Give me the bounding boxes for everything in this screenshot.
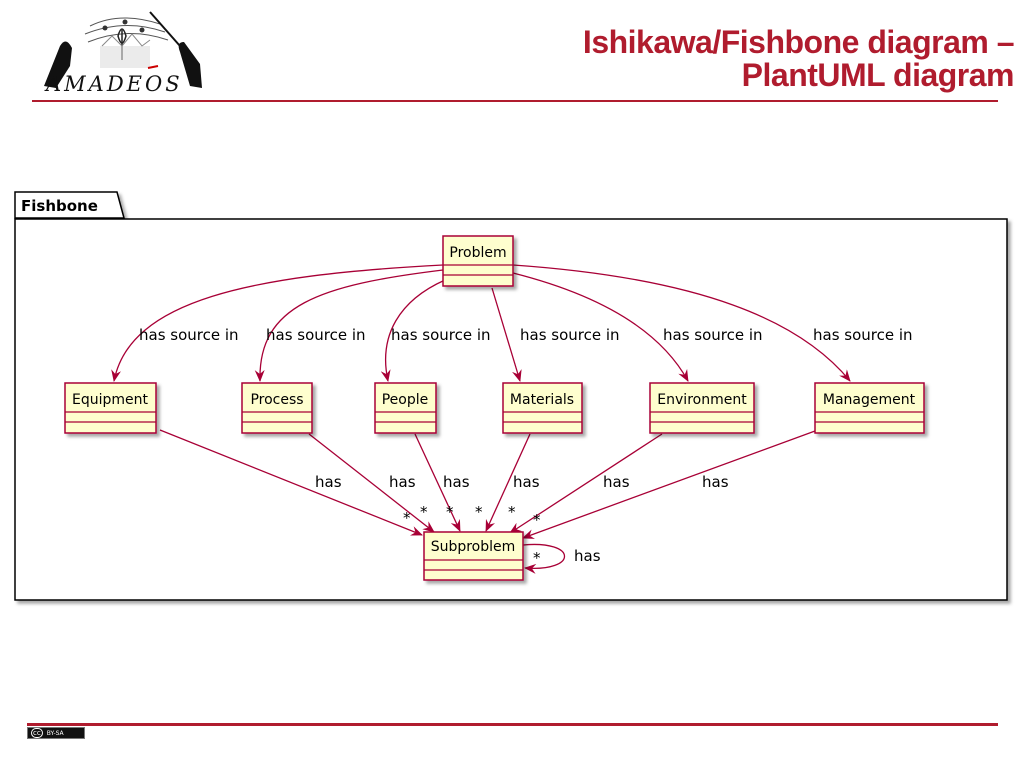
class-boxes: Problem Equipment Process People Materia… xyxy=(64,235,925,581)
edge-people-subproblem xyxy=(414,433,461,532)
cc-icon: cc xyxy=(31,728,43,738)
source-label-process: has source in xyxy=(266,326,366,344)
source-label-management: has source in xyxy=(813,326,913,344)
class-process: Process xyxy=(241,382,313,434)
conductor-icon xyxy=(44,11,202,88)
class-label-subproblem: Subproblem xyxy=(431,539,516,555)
edge-labels: has source in has source in has source i… xyxy=(139,326,913,567)
source-label-environment: has source in xyxy=(663,326,763,344)
edge-problem-equipment xyxy=(111,264,444,382)
edge-problem-materials xyxy=(491,287,522,382)
multiplicity-equipment: * xyxy=(403,509,411,527)
has-label-management: has xyxy=(702,473,729,491)
edge-materials-subproblem xyxy=(485,433,531,532)
class-label-people: People xyxy=(382,392,429,408)
edge-process-subproblem xyxy=(308,433,435,533)
edge-environment-subproblem xyxy=(509,433,663,534)
class-label-problem: Problem xyxy=(449,245,506,261)
multiplicity-materials: * xyxy=(475,503,483,521)
source-label-equipment: has source in xyxy=(139,326,239,344)
class-label-process: Process xyxy=(250,392,303,408)
edge-management-subproblem xyxy=(522,430,816,539)
logo-text: AMADEOS xyxy=(46,72,183,96)
edge-subproblem-self xyxy=(522,543,566,574)
license-text: BY-SA xyxy=(46,729,64,737)
class-environment: Environment xyxy=(649,382,755,434)
source-label-people: has source in xyxy=(391,326,491,344)
footer-divider xyxy=(27,723,998,726)
class-management: Management xyxy=(814,382,925,434)
class-label-environment: Environment xyxy=(657,392,747,408)
cc-license-badge: cc BY-SA xyxy=(27,727,85,739)
class-label-equipment: Equipment xyxy=(72,392,149,408)
multiplicity-environment: * xyxy=(508,503,516,521)
source-label-materials: has source in xyxy=(520,326,620,344)
class-people: People xyxy=(374,382,437,434)
association-edges xyxy=(111,264,851,574)
multiplicity-process: * xyxy=(420,503,428,521)
has-label-people: has xyxy=(443,473,470,491)
edge-problem-process xyxy=(254,269,444,382)
edge-equipment-subproblem xyxy=(159,429,423,536)
edge-problem-environment xyxy=(512,272,689,382)
header-divider xyxy=(32,100,998,102)
multiplicity-management: * xyxy=(533,511,541,529)
edge-problem-management xyxy=(512,264,851,382)
slide-title: Ishikawa/Fishbone diagram – PlantUML dia… xyxy=(582,24,1015,93)
has-label-self: has xyxy=(574,547,601,565)
has-label-environment: has xyxy=(603,473,630,491)
package-label: Fishbone xyxy=(21,197,98,215)
has-label-equipment: has xyxy=(315,473,342,491)
has-label-materials: has xyxy=(513,473,540,491)
class-subproblem: Subproblem xyxy=(423,531,524,581)
class-label-management: Management xyxy=(823,392,916,408)
class-equipment: Equipment xyxy=(64,382,157,434)
multiplicity-people: * xyxy=(446,503,454,521)
amadeos-logo: AMADEOS xyxy=(30,6,215,101)
class-label-materials: Materials xyxy=(510,392,574,408)
title-line-2: PlantUML diagram xyxy=(741,57,1015,93)
slide-header: AMADEOS Ishikawa/Fishbone diagram – Plan… xyxy=(0,0,1024,110)
edge-problem-people xyxy=(380,279,446,382)
title-line-1: Ishikawa/Fishbone diagram – xyxy=(582,24,1015,60)
class-materials: Materials xyxy=(502,382,583,434)
class-problem: Problem xyxy=(442,235,514,287)
multiplicity-self: * xyxy=(533,549,541,567)
has-label-process: has xyxy=(389,473,416,491)
